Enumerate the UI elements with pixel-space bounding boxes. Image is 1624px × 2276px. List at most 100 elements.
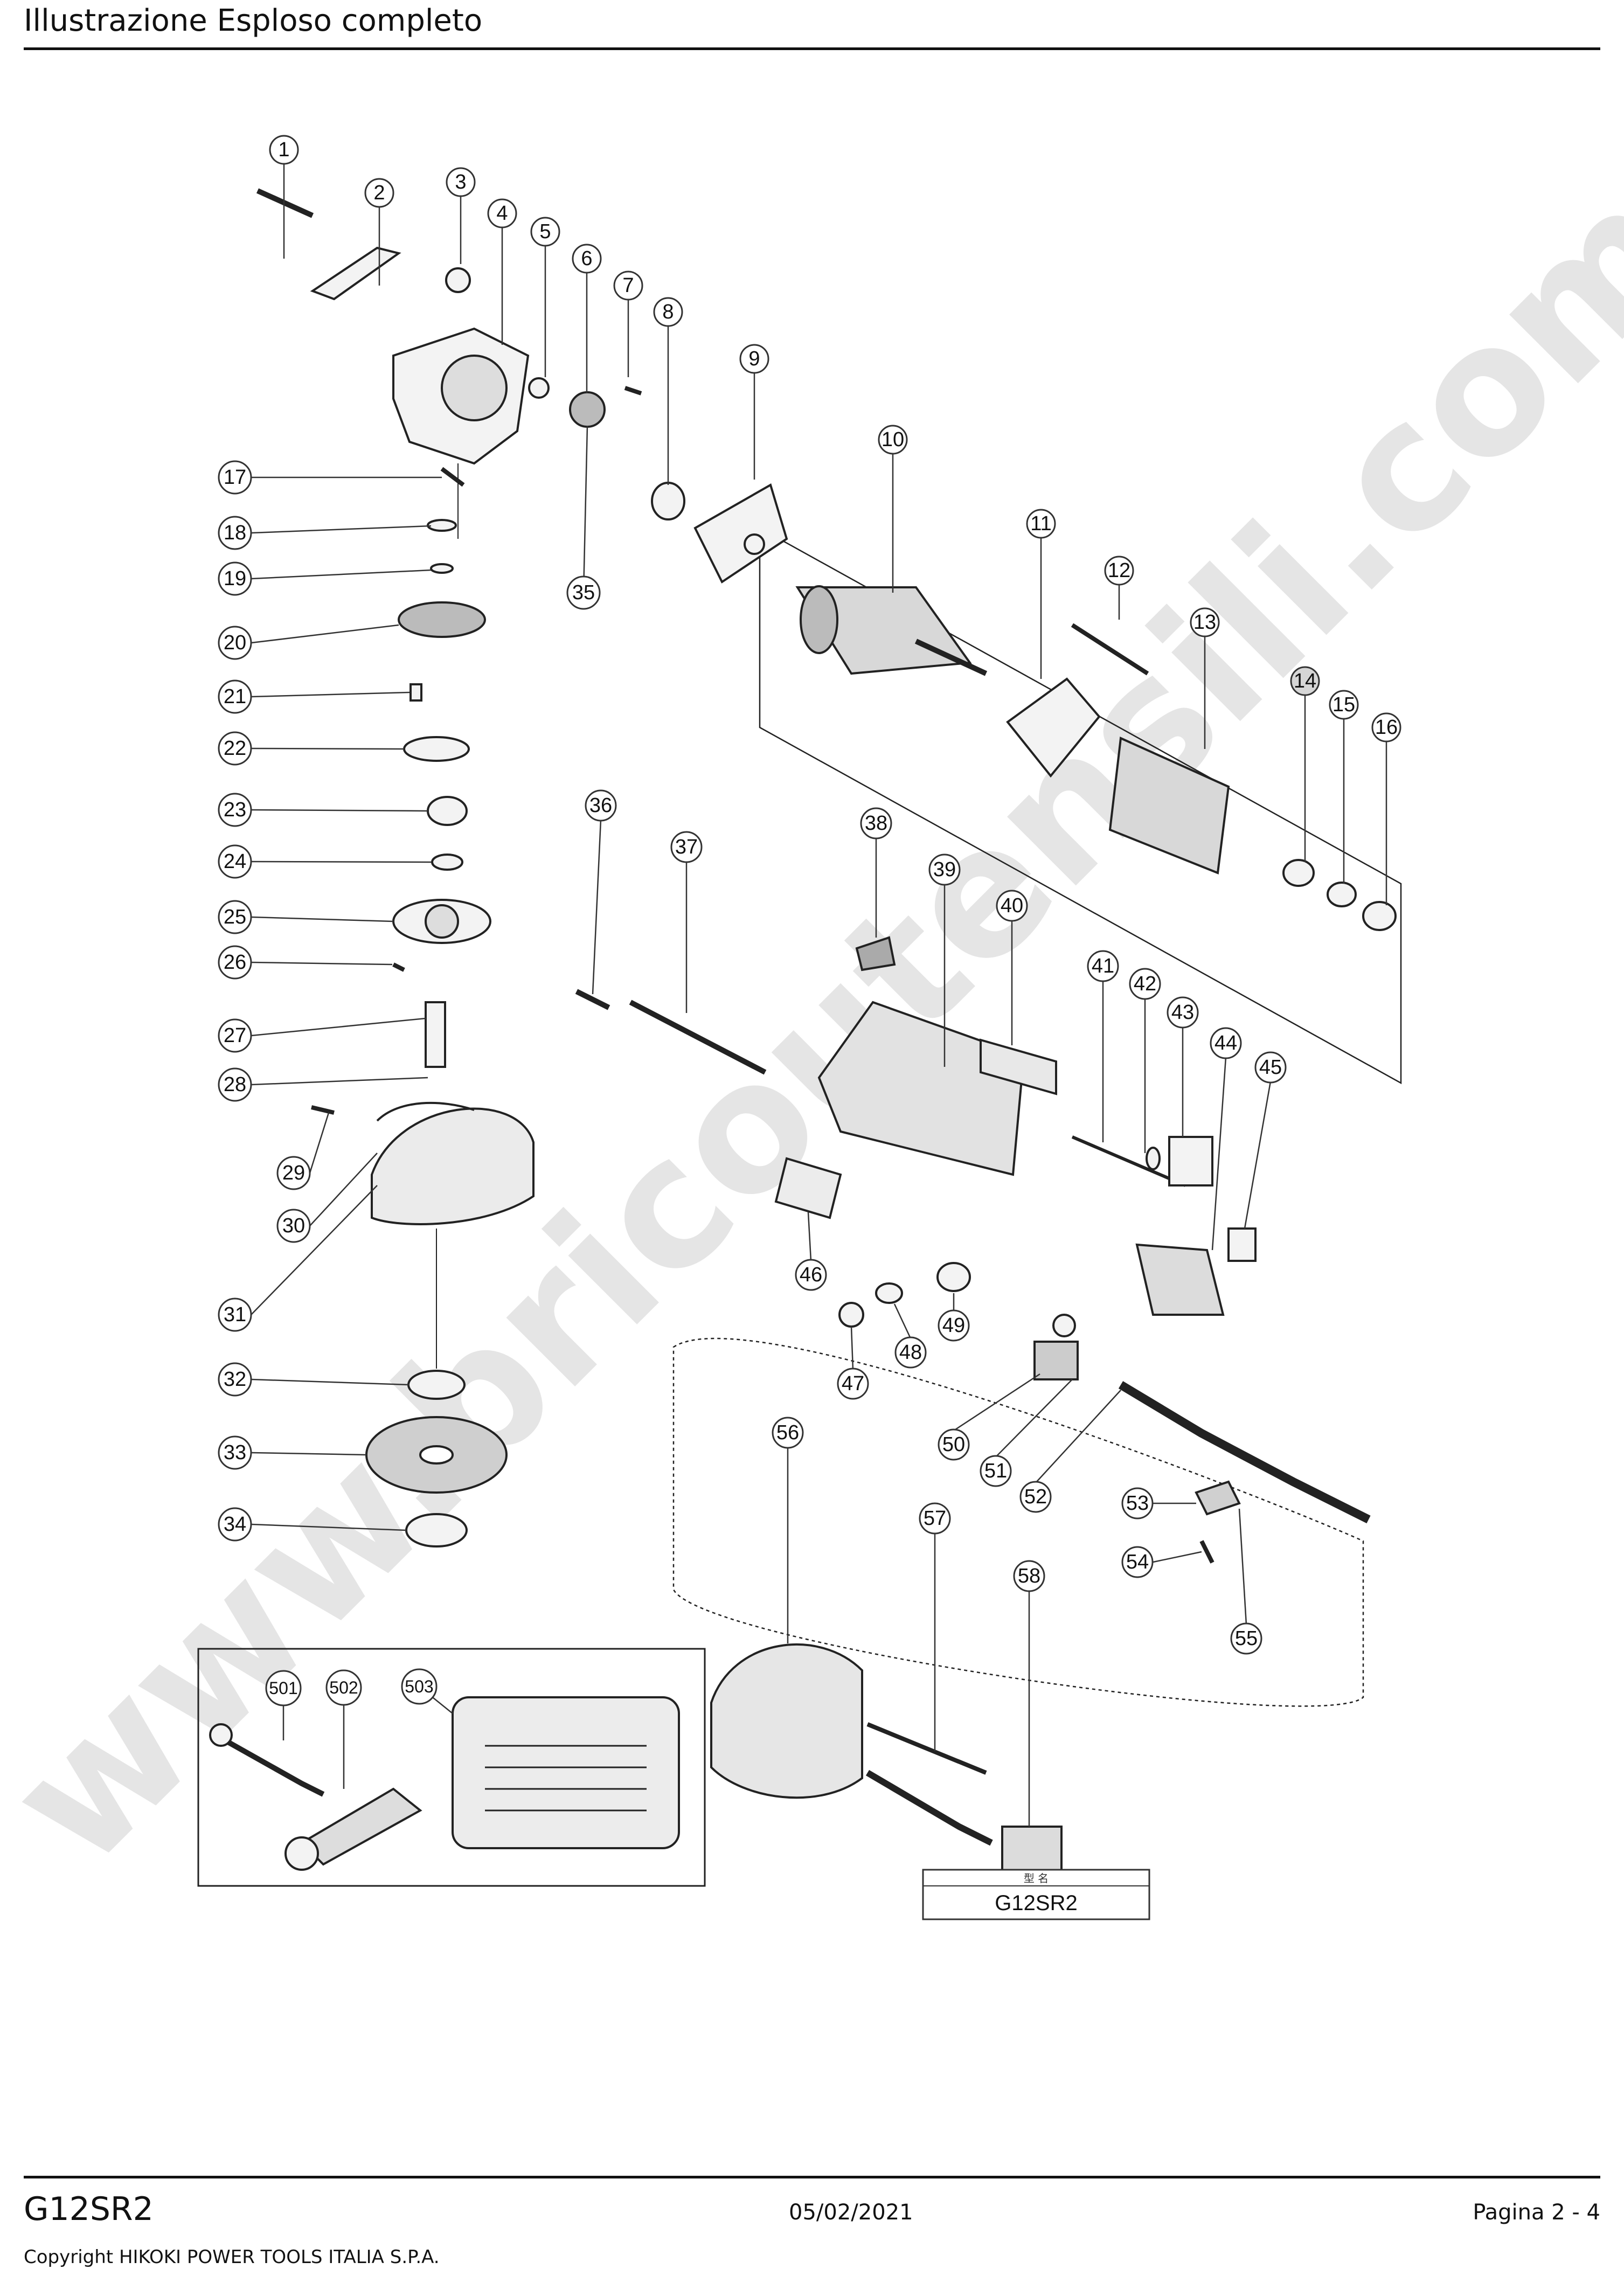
model-box: 型 名 G12SR2 [922, 1869, 1150, 1920]
callout-22: 22 [218, 731, 252, 766]
svg-text:46: 46 [800, 1264, 822, 1286]
svg-text:44: 44 [1214, 1032, 1237, 1054]
callout-7: 7 [613, 270, 643, 301]
svg-text:32: 32 [224, 1368, 246, 1391]
callout-36: 36 [585, 789, 617, 822]
callout-6: 6 [572, 244, 602, 274]
callout-37: 37 [670, 831, 703, 863]
callout-35: 35 [566, 575, 601, 610]
svg-text:7: 7 [622, 274, 634, 297]
svg-text:26: 26 [224, 951, 246, 974]
svg-text:15: 15 [1332, 693, 1355, 716]
motor-group [575, 585, 1397, 1219]
svg-text:16: 16 [1375, 716, 1398, 739]
svg-text:12: 12 [1108, 559, 1130, 582]
callout-25: 25 [218, 900, 252, 934]
accessories-group [209, 1696, 680, 1871]
callout-40: 40 [996, 890, 1028, 922]
callout-50: 50 [938, 1428, 970, 1461]
svg-text:1: 1 [278, 138, 289, 161]
svg-text:40: 40 [1001, 894, 1023, 917]
svg-text:8: 8 [662, 301, 674, 323]
callout-13: 13 [1190, 607, 1220, 637]
svg-text:24: 24 [224, 850, 246, 873]
callout-27: 27 [218, 1018, 252, 1053]
svg-text:42: 42 [1134, 973, 1156, 995]
callout-4: 4 [487, 198, 517, 228]
motor-group-outline [759, 526, 1402, 1085]
callout-16: 16 [1371, 712, 1401, 743]
svg-text:54: 54 [1126, 1551, 1149, 1573]
svg-text:31: 31 [224, 1303, 246, 1326]
accessory-box-outline [197, 1648, 706, 1887]
svg-text:37: 37 [675, 836, 698, 858]
callout-34: 34 [218, 1507, 252, 1542]
svg-text:2: 2 [373, 182, 385, 204]
callout-56: 56 [772, 1417, 804, 1449]
svg-text:52: 52 [1024, 1486, 1047, 1508]
svg-text:51: 51 [984, 1460, 1007, 1482]
callout-1: 1 [269, 135, 299, 165]
callout-54: 54 [1121, 1546, 1154, 1578]
svg-text:41: 41 [1092, 955, 1114, 977]
svg-text:38: 38 [865, 812, 887, 835]
callout-39: 39 [928, 854, 961, 886]
callout-53: 53 [1121, 1487, 1154, 1519]
callout-44: 44 [1210, 1027, 1242, 1059]
callout-28: 28 [218, 1067, 252, 1102]
svg-text:21: 21 [224, 685, 246, 708]
page-header: Illustrazione Esploso completo [24, 0, 1600, 50]
svg-text:43: 43 [1171, 1001, 1194, 1024]
svg-text:18: 18 [224, 522, 246, 544]
svg-text:14: 14 [1294, 670, 1316, 692]
svg-text:5: 5 [539, 220, 551, 243]
spindle-stack [311, 463, 535, 1548]
callout-49: 49 [938, 1309, 970, 1342]
svg-text:56: 56 [776, 1421, 799, 1444]
model-box-model: G12SR2 [995, 1891, 1077, 1915]
callout-42: 42 [1129, 968, 1161, 1000]
svg-text:57: 57 [924, 1507, 946, 1530]
svg-text:22: 22 [224, 737, 246, 760]
svg-text:9: 9 [748, 348, 760, 370]
svg-text:501: 501 [269, 1678, 297, 1698]
svg-text:58: 58 [1018, 1565, 1040, 1587]
callout-501: 501 [265, 1670, 302, 1706]
svg-text:55: 55 [1235, 1627, 1258, 1650]
callout-10: 10 [878, 425, 908, 455]
footer-model: G12SR2 [24, 2190, 154, 2228]
callout-18: 18 [218, 516, 252, 550]
svg-text:47: 47 [842, 1372, 864, 1395]
svg-text:11: 11 [1030, 512, 1051, 535]
callout-33: 33 [218, 1435, 252, 1470]
callout-52: 52 [1019, 1481, 1052, 1513]
callout-5: 5 [530, 217, 560, 247]
callout-47: 47 [837, 1368, 869, 1400]
callout-8: 8 [653, 297, 683, 327]
svg-text:4: 4 [496, 202, 508, 225]
callout-57: 57 [919, 1502, 951, 1535]
callout-19: 19 [218, 561, 252, 596]
callout-41: 41 [1087, 950, 1119, 982]
callout-21: 21 [218, 679, 252, 714]
callout-29: 29 [276, 1156, 311, 1190]
svg-text:502: 502 [329, 1678, 358, 1697]
callout-11: 11 [1026, 509, 1056, 539]
callout-48: 48 [894, 1336, 927, 1369]
callouts: 1 2 3 4 5 6 7 8 9 10 11 12 13 14 15 16 1… [218, 135, 1401, 1706]
callout-3: 3 [446, 167, 476, 197]
rear-cover-outline [672, 1337, 1364, 1707]
svg-text:27: 27 [224, 1024, 246, 1047]
callout-26: 26 [218, 945, 252, 980]
svg-text:30: 30 [282, 1215, 305, 1237]
gear-head-group [256, 188, 788, 584]
callout-32: 32 [218, 1362, 252, 1397]
callout-45: 45 [1254, 1051, 1287, 1084]
svg-text:13: 13 [1193, 611, 1216, 634]
callout-55: 55 [1230, 1622, 1262, 1655]
footer-date: 05/02/2021 [789, 2200, 913, 2225]
svg-text:53: 53 [1126, 1492, 1149, 1515]
callout-31: 31 [218, 1297, 252, 1332]
svg-text:36: 36 [589, 794, 612, 817]
svg-text:50: 50 [942, 1433, 965, 1456]
